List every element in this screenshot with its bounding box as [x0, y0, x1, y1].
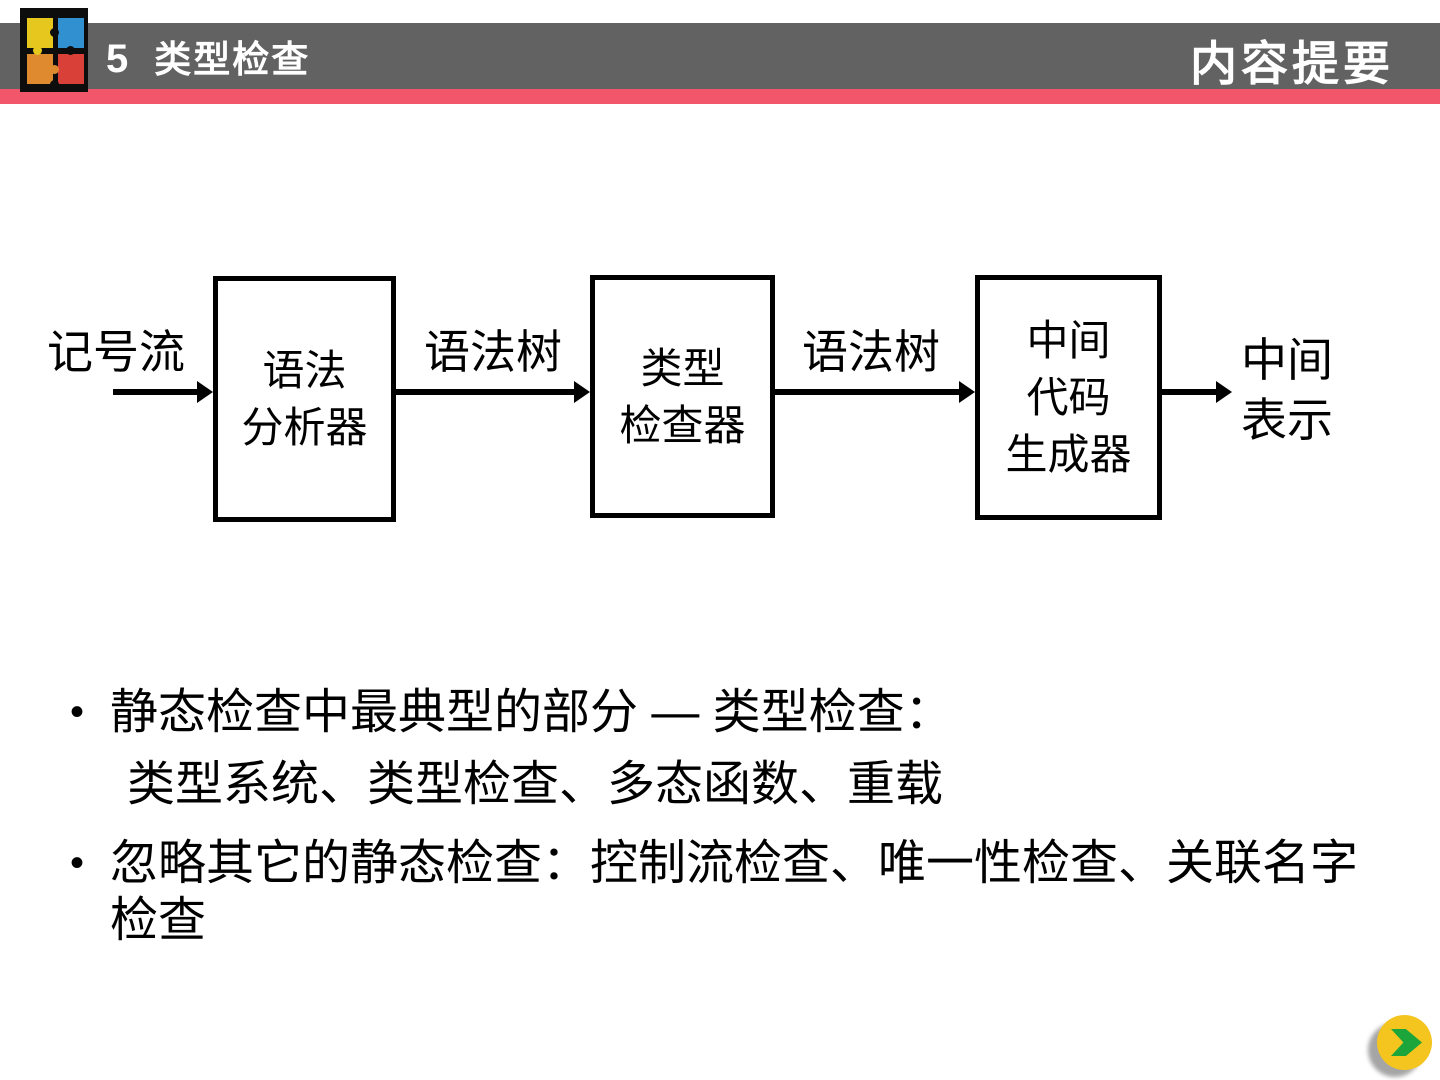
- arrow-shaft: [396, 389, 575, 395]
- logo-knob: [50, 65, 59, 74]
- bullet-item: • 忽略其它的静态检查：控制流检查、唯一性检查、关联名字检查: [70, 835, 1372, 949]
- bullet-subline: 类型系统、类型检查、多态函数、重载: [127, 758, 944, 811]
- output-label-line: 表示: [1241, 394, 1333, 446]
- bullet-text: 忽略其它的静态检查：控制流检查、唯一性检查、关联名字检查: [110, 837, 1359, 947]
- node-label-line: 中间: [1026, 317, 1111, 364]
- accent-divider: [0, 89, 1440, 104]
- arrow-head-icon: [197, 381, 213, 403]
- node-syntax-analyzer: 语法 分析器: [213, 276, 396, 522]
- node-label-line: 生成器: [1005, 431, 1132, 478]
- puzzle-logo-icon: [20, 8, 88, 92]
- arrow-head-icon: [1216, 381, 1232, 403]
- edge-label-syntax-tree-1: 语法树: [424, 326, 562, 378]
- logo-knob: [66, 46, 75, 55]
- arrow-shaft: [1162, 389, 1217, 395]
- output-label: 中间 表示: [1222, 330, 1352, 450]
- header-left: 5 类型检查: [106, 29, 310, 83]
- bullet-dot: •: [70, 841, 85, 885]
- next-page-button[interactable]: [1377, 1015, 1432, 1070]
- chevron-right-icon: [1391, 1029, 1422, 1056]
- logo-knob: [50, 80, 59, 89]
- logo-knob: [50, 28, 59, 37]
- node-label-line: 语法: [262, 347, 347, 394]
- node-label-line: 类型: [640, 344, 725, 392]
- bullet-list: • 静态检查中最典型的部分 — 类型检查： 类型系统、类型检查、多态函数、重载 …: [70, 684, 1372, 949]
- section-number: 5: [106, 37, 129, 81]
- arrow-head-icon: [574, 381, 590, 403]
- logo-piece-orange: [27, 54, 53, 84]
- corner-title: 内容提要: [1190, 38, 1394, 91]
- node-type-checker: 类型 检查器: [590, 275, 775, 518]
- output-label-line: 中间: [1241, 334, 1333, 386]
- arrow-shaft: [775, 389, 960, 395]
- bullet-item: • 静态检查中最典型的部分 — 类型检查：: [70, 684, 1372, 741]
- bullet-dot: •: [70, 690, 85, 734]
- node-intermediate-code-generator: 中间 代码 生成器: [975, 275, 1162, 520]
- node-label-line: 检查器: [619, 401, 746, 449]
- arrow-head-icon: [959, 381, 975, 403]
- arrow-shaft: [113, 389, 198, 395]
- bullet-text: 静态检查中最典型的部分 — 类型检查：: [110, 686, 953, 739]
- logo-piece-yellow: [27, 18, 53, 48]
- header-bar: 5 类型检查 内容提要: [0, 23, 1440, 91]
- logo-piece-red: [58, 54, 84, 84]
- node-label-line: 分析器: [241, 404, 368, 451]
- input-label: 记号流: [47, 326, 185, 378]
- node-label-line: 代码: [1026, 374, 1111, 421]
- section-title: 类型检查: [154, 39, 311, 80]
- logo-knob: [33, 46, 42, 55]
- edge-label-syntax-tree-2: 语法树: [802, 326, 940, 378]
- logo-piece-blue: [58, 18, 84, 48]
